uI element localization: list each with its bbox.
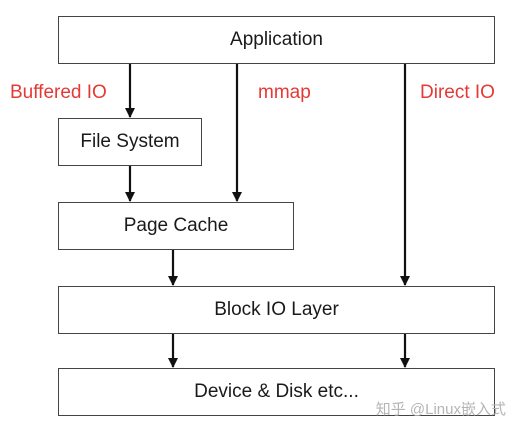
page-cache-node: Page Cache (58, 202, 294, 250)
file-system-label: File System (80, 131, 180, 152)
buffered-io-path-label: Buffered IO (10, 82, 107, 103)
page-cache-label: Page Cache (123, 215, 229, 236)
application-node: Application (58, 16, 495, 64)
block-io-layer-node: Block IO Layer (58, 286, 495, 334)
device-disk-label: Device & Disk etc... (194, 381, 359, 402)
direct-io-path-label: Direct IO (420, 82, 495, 103)
device-disk-node: Device & Disk etc... (58, 368, 495, 416)
watermark-text: 知乎 @Linux嵌入式 (375, 401, 506, 418)
block-io-layer-label: Block IO Layer (214, 299, 339, 320)
application-label: Application (230, 29, 323, 50)
mmap-path-label: mmap (258, 82, 311, 103)
file-system-node: File System (58, 118, 202, 166)
